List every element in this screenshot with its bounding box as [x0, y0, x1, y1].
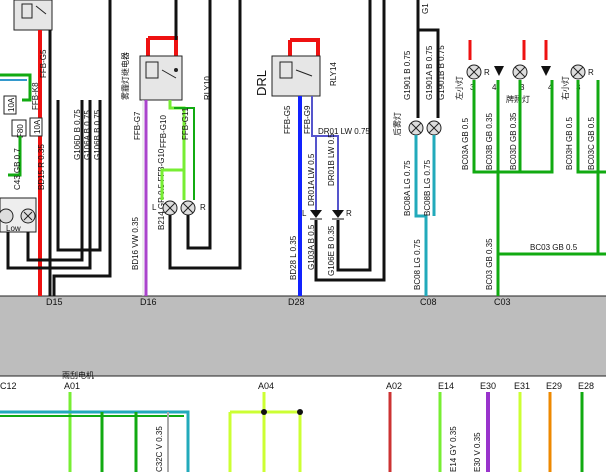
label-g103a: G103A B 0.5: [307, 224, 316, 270]
svg-text:L: L: [152, 203, 157, 212]
label-bc03-vert: BC03 GB 0.35: [485, 238, 494, 290]
label-g106d: G106D B 0.75: [73, 109, 82, 160]
connector-d15: D15: [46, 297, 63, 307]
label-bd15: BD15 R 0.35: [37, 144, 46, 190]
connector-c08: C08: [420, 297, 437, 307]
label-g1901b: G1901B B 0.75: [437, 45, 446, 100]
wiper-cn: 雨刮电机: [62, 370, 94, 380]
svg-text:Low: Low: [6, 224, 21, 233]
connector-e30: E30: [480, 381, 496, 391]
svg-text:10A: 10A: [33, 119, 42, 134]
fog-lamp-right: [180, 200, 196, 216]
label-bc08: BC08 LG 0.75: [413, 239, 422, 290]
connector-a01: A01: [64, 381, 80, 391]
label-bc03d: BC03D GB 0.35: [509, 112, 518, 170]
svg-text:F80: F80: [16, 124, 25, 138]
connector-row-bottom: C12 雨刮电机 A01 A04 A02 E14 E30 E31 E29 E28: [0, 370, 594, 391]
connector-e28: E28: [578, 381, 594, 391]
connector-c03: C03: [494, 297, 511, 307]
relay-rly10-name: RLY10: [203, 76, 212, 100]
label-bc03b: BC03B GB 0.35: [485, 113, 494, 170]
label-e14: E14 GY 0.35: [449, 426, 458, 472]
label-g106a: G106A B 0.75: [83, 110, 92, 160]
right-small-cn: 右小灯: [560, 76, 570, 100]
connector-e14: E14: [438, 381, 454, 391]
rear-fog-lamp-right: [426, 120, 442, 136]
left-small-lamp: [466, 64, 482, 80]
label-ffb-k8: FFB-K8: [31, 82, 40, 110]
svg-text:4: 4: [492, 83, 497, 92]
label-ffb-g9: FFB-G9: [303, 105, 312, 134]
label-bc03c: BC03C GB 0.5: [587, 117, 596, 170]
connector-a04: A04: [258, 381, 274, 391]
label-g1901: G1901 B 0.75: [403, 50, 412, 100]
label-e30: E30 V 0.35: [473, 432, 482, 472]
svg-text:10A: 10A: [7, 97, 16, 112]
lamp-diode-2: [541, 66, 551, 76]
label-g1901a: G1901A B 0.75: [425, 45, 434, 100]
label-bc03: BC03 GB 0.5: [530, 243, 578, 252]
svg-text:L: L: [302, 209, 307, 218]
label-g106b: G106B B 0.75: [93, 109, 102, 160]
control-module-band: [0, 296, 606, 376]
connector-row-top: D15 D16 D28 C08 C03: [46, 297, 511, 307]
wire-c43: [8, 136, 22, 177]
left-small-cn: 左小灯: [454, 76, 464, 100]
connector-d28: D28: [288, 297, 305, 307]
label-bc03h: BC03H GB 0.5: [565, 117, 574, 170]
headlamp-low: Low: [0, 197, 37, 233]
label-bc08a: BC08A LG 0.75: [403, 160, 412, 216]
label-dr01: DR01 LW 0.75: [318, 127, 370, 136]
plate-cn: 牌照灯: [506, 94, 530, 104]
label-dr01a: DR01A LW 0.5: [307, 153, 316, 206]
connector-d16: D16: [140, 297, 157, 307]
svg-text:3: 3: [520, 83, 525, 92]
label-bc03a: BC03A GB 0.5: [461, 117, 470, 170]
relay-rly14-name: RLY14: [329, 62, 338, 86]
label-g106e: G106E B 0.35: [327, 225, 336, 276]
relay-rly10-cn: 雾霾灯继电器: [120, 52, 130, 100]
label-ffb-g7: FFB-G7: [133, 111, 142, 140]
label-ffb-g5-drl: FFB-G5: [283, 105, 292, 134]
connector-a02: A02: [386, 381, 402, 391]
label-g1: G1: [421, 3, 430, 14]
svg-text:R: R: [200, 203, 206, 212]
label-bd28: BD28 L 0.35: [289, 235, 298, 280]
label-dr01b: DR01B LW 0.5: [327, 133, 336, 186]
lamp-diode-1: [494, 66, 504, 76]
drl-tag: DRL: [254, 70, 269, 96]
left-relay: [13, 0, 53, 31]
svg-text:R: R: [484, 68, 490, 77]
relay-rly14: [271, 55, 321, 97]
drl-led-left: [310, 210, 322, 220]
label-ffb-g11: FFB-G11: [181, 107, 190, 140]
connector-e31: E31: [514, 381, 530, 391]
fuse-10a: [3, 95, 17, 115]
svg-text:R: R: [588, 68, 594, 77]
connector-c12: C12: [0, 381, 17, 391]
label-c43: C43 GB 0.7: [13, 148, 22, 190]
fog-lamp-left: [162, 200, 178, 216]
label-c32: C32C V 0.35: [155, 426, 164, 472]
label-bd16: BD16 VW 0.35: [131, 217, 140, 270]
drl-led-right: [332, 210, 344, 220]
label-bc08b: BC08B LG 0.75: [423, 159, 432, 216]
label-ffb-g5: FFB-G5: [39, 49, 48, 78]
label-ffb-g10: FFB-G10: [159, 115, 168, 148]
plate-lamp: [512, 64, 528, 80]
relay-rly10: [139, 55, 183, 101]
rear-fog-lamp-left: [408, 120, 424, 136]
wire-bc08: [414, 135, 428, 296]
right-small-lamp: [570, 64, 586, 80]
rear-fog-cn: 后雾灯: [392, 112, 402, 136]
connector-e29: E29: [546, 381, 562, 391]
svg-text:R: R: [346, 209, 352, 218]
